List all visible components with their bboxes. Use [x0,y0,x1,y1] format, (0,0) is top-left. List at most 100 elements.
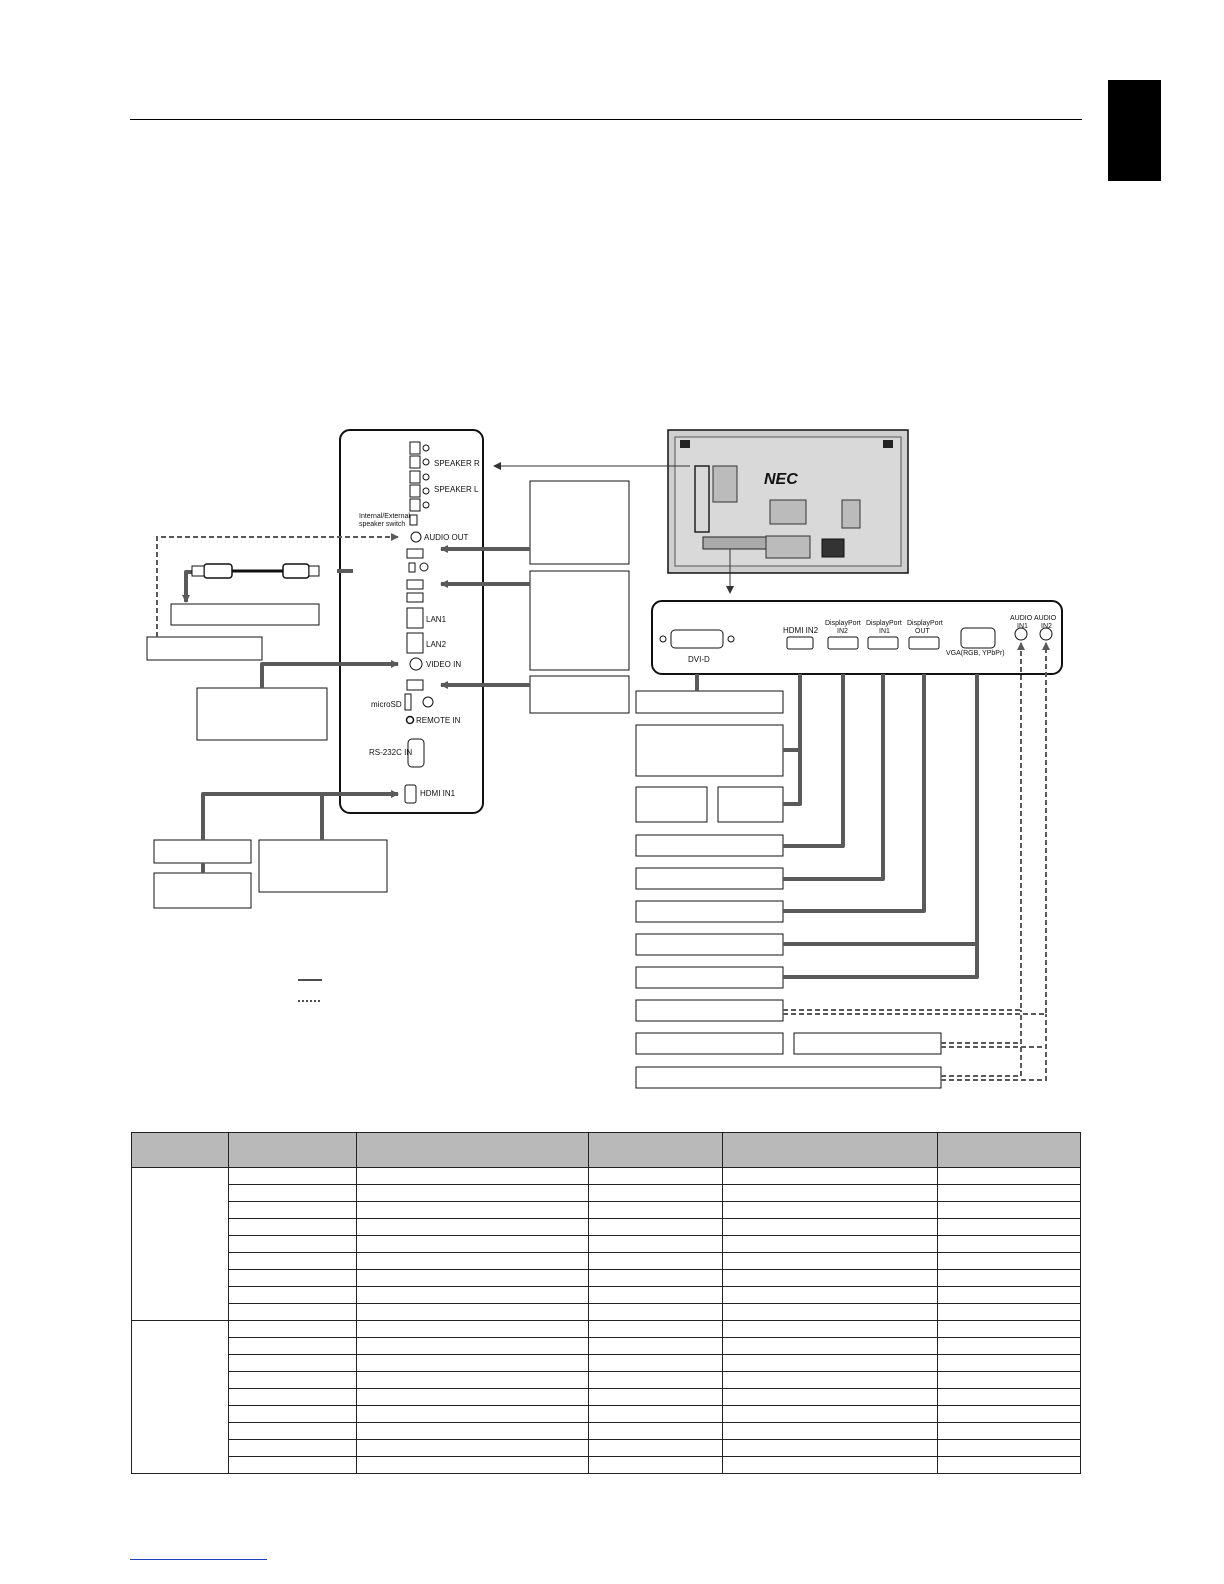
speaker-switch-label-1: Internal/External [359,513,410,520]
port-jack [419,562,429,572]
table-cell [355,1439,589,1457]
table-cell [937,1286,1081,1304]
table-cell [937,1337,1081,1355]
device-box-vga-b [635,966,784,989]
table-cell [587,1201,724,1219]
table-row [132,1422,1081,1440]
table-cell [722,1405,939,1423]
dp-out-label-2: OUT [915,628,931,635]
table-cell [722,1286,939,1304]
cable-audio-in1-dashed [783,642,1025,1011]
device-box-audio-b [635,1032,784,1055]
table-cell [355,1354,589,1372]
table-cell [355,1235,589,1253]
table-cell [227,1167,357,1185]
device-box-audio-a [635,999,784,1022]
usb-port-4 [406,592,424,603]
table-row [132,1371,1081,1389]
cable-audio-d-in2 [941,1014,1047,1081]
table-cell [355,1422,589,1440]
cable-hdmi-in2 [783,674,802,752]
table-cell [355,1456,589,1474]
table-cell [355,1303,589,1321]
table-cell [722,1354,939,1372]
remote-in-jack [405,715,415,725]
table-cell [587,1456,724,1474]
table-cell [587,1286,724,1304]
table-row [132,1201,1081,1219]
table-cell [587,1337,724,1355]
lan2-label: LAN2 [426,640,447,649]
table-cell [722,1201,939,1219]
audio-out-jack [410,531,422,543]
rs232c-port [407,738,425,768]
table-cell [355,1337,589,1355]
table-cell [355,1167,589,1185]
table-cell [587,1354,724,1372]
device-box-hdmi-c [258,839,388,893]
monitor-rear-view: NEC [667,429,909,574]
table-cell [937,1167,1081,1185]
device-box-hdmi-b [153,872,252,909]
cable-hdmi-in2-b [783,750,802,806]
cable-usb-down [182,570,192,603]
table-cell [355,1388,589,1406]
hdmi-in2-label: HDMI IN2 [783,626,819,635]
table-cell [355,1371,589,1389]
table-group-cell [131,1320,229,1474]
table-row [132,1354,1081,1372]
table-cell [587,1422,724,1440]
header-rule [130,119,1082,120]
table-cell [937,1456,1081,1474]
table-header-cell [937,1132,1081,1168]
table-header-row [131,1132,1081,1168]
table-cell [722,1371,939,1389]
table-cell [722,1388,939,1406]
table-cell [227,1456,357,1474]
audio-out-label: AUDIO OUT [424,533,469,542]
table-row [132,1405,1081,1423]
audio-in2-jack [1039,627,1053,641]
table-cell [937,1405,1081,1423]
connection-diagram: SPEAKER R SPEAKER L Internal/External sp… [146,429,1063,1089]
audio-in2-label-2: IN2 [1041,623,1052,630]
device-box-hdmi2-a [635,786,708,823]
dp-in2-label-1: DisplayPort [825,620,861,627]
table-header-cell [227,1132,357,1168]
table-row [132,1286,1081,1304]
table-cell [227,1439,357,1457]
table-cell [722,1235,939,1253]
table-cell [587,1320,724,1338]
vga-label: VGA(RGB, YPbPr) [946,650,1005,657]
speaker-switch-label-2: speaker switch [359,521,405,528]
table-cell [227,1405,357,1423]
table-cell [355,1184,589,1202]
table-row [131,1320,1081,1474]
video-in-jack [409,657,423,671]
table-header-cell [722,1132,939,1168]
usb-port-2 [408,562,416,573]
table-cell [722,1252,939,1270]
dp-in1-port [867,636,899,650]
table-row [132,1235,1081,1253]
cable-vga-b [783,944,979,979]
table-cell [227,1303,357,1321]
table-cell [355,1201,589,1219]
usb-cable [191,563,320,579]
device-box-usb [170,603,320,626]
dp-out-port [908,636,940,650]
table-cell [227,1320,357,1338]
table-cell [227,1388,357,1406]
table-row [132,1388,1081,1406]
table-cell [587,1235,724,1253]
rs232c-label: RS-232C IN [369,748,412,757]
device-box-dvi [635,690,784,714]
microsd-label: microSD [371,700,402,709]
device-box-dp1 [635,867,784,890]
hdmi-in2-port [786,636,814,650]
dp-out-label-1: DisplayPort [907,620,943,627]
speaker-terminals [409,441,430,512]
table-row [131,1167,1081,1321]
table-row [132,1456,1081,1474]
table-cell [587,1252,724,1270]
